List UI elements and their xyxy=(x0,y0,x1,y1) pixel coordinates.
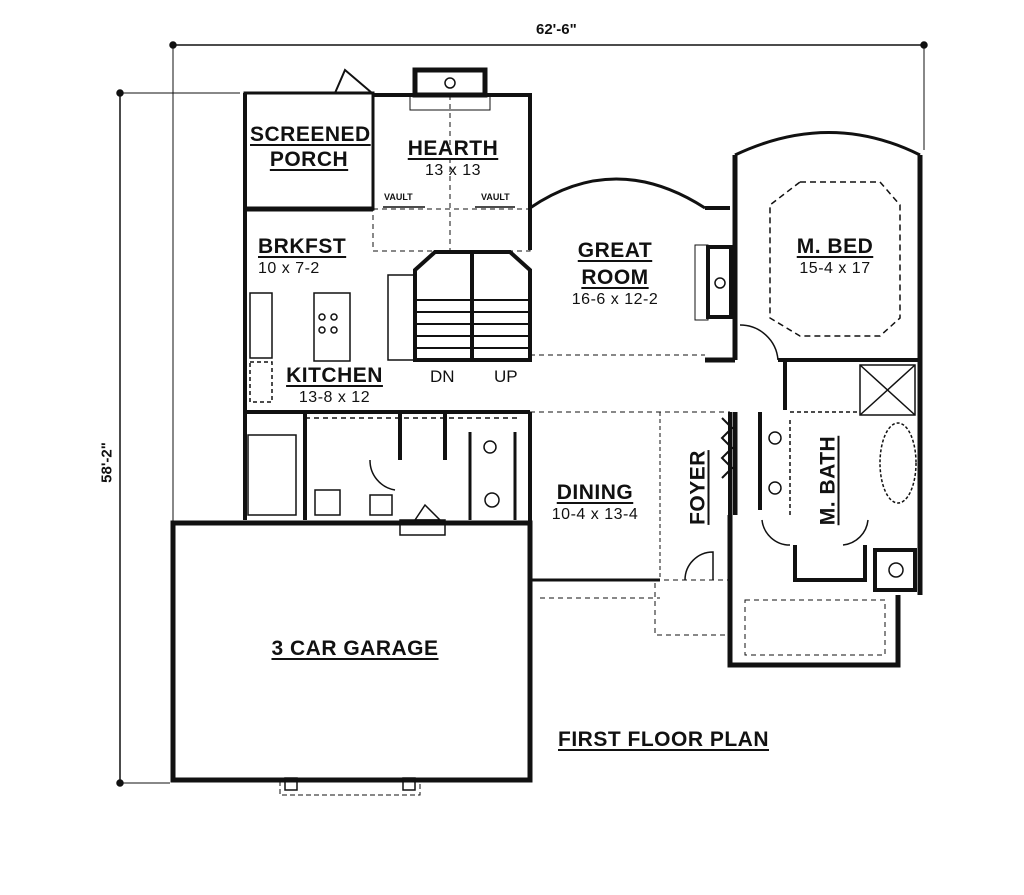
room-name: KITCHEN xyxy=(286,364,383,387)
dining-foyer-walls xyxy=(528,411,901,668)
hearth-walls xyxy=(372,67,532,252)
garage-walls xyxy=(170,520,533,796)
room-name-line2: ROOM xyxy=(581,266,649,289)
room-size: 13 x 13 xyxy=(425,162,481,179)
overall-depth-label: 58'-2" xyxy=(98,442,116,483)
overall-width-label: 62'-6" xyxy=(536,21,577,38)
dimension-lines xyxy=(116,41,928,787)
stair-up-label: UP xyxy=(494,367,518,386)
room-label-screened-porch: SCREENED PORCH xyxy=(250,123,371,171)
room-label-brkfst: BRKFST 10 x 7-2 xyxy=(258,235,347,277)
stair-down-label: DN xyxy=(430,367,455,386)
room-name: BRKFST xyxy=(258,235,347,258)
room-name: GREAT xyxy=(577,239,653,262)
room-size: 10-4 x 13-4 xyxy=(551,506,639,523)
room-name: HEARTH xyxy=(407,137,499,160)
room-label-garage: 3 CAR GARAGE xyxy=(250,638,460,659)
room-size: 16-6 x 12-2 xyxy=(571,291,659,308)
master-bath-walls xyxy=(732,360,917,592)
room-name: 3 CAR GARAGE xyxy=(271,637,439,660)
room-name-line2: PORCH xyxy=(269,148,349,171)
room-size: 15-4 x 17 xyxy=(799,260,871,277)
room-size: 10 x 7-2 xyxy=(258,260,320,277)
room-size: 13-8 x 12 xyxy=(298,389,371,406)
laundry-powder-walls xyxy=(247,412,517,536)
staircase xyxy=(387,250,532,362)
vault-note-right: VAULT xyxy=(481,192,510,202)
room-label-dining: DINING 10-4 x 13-4 xyxy=(535,482,655,523)
room-name: FOYER xyxy=(686,450,710,525)
kitchen-fixtures xyxy=(245,292,530,419)
room-label-hearth: HEARTH 13 x 13 xyxy=(398,138,508,179)
room-name: M. BATH xyxy=(816,435,840,526)
room-name: SCREENED xyxy=(250,123,371,146)
room-label-foyer: FOYER xyxy=(686,448,710,528)
room-label-kitchen: KITCHEN 13-8 x 12 xyxy=(282,365,387,406)
room-label-great-room: GREAT ROOM 16-6 x 12-2 xyxy=(555,240,675,308)
master-bed-walls xyxy=(732,131,923,595)
vault-note-left: VAULT xyxy=(384,192,413,202)
room-label-m-bed: M. BED 15-4 x 17 xyxy=(780,236,890,277)
room-name: DINING xyxy=(556,481,634,504)
great-room-walls xyxy=(529,177,735,363)
plan-title: FIRST FLOOR PLAN xyxy=(558,728,769,751)
room-label-m-bath: M. BATH xyxy=(816,431,840,531)
room-name: M. BED xyxy=(796,235,874,258)
